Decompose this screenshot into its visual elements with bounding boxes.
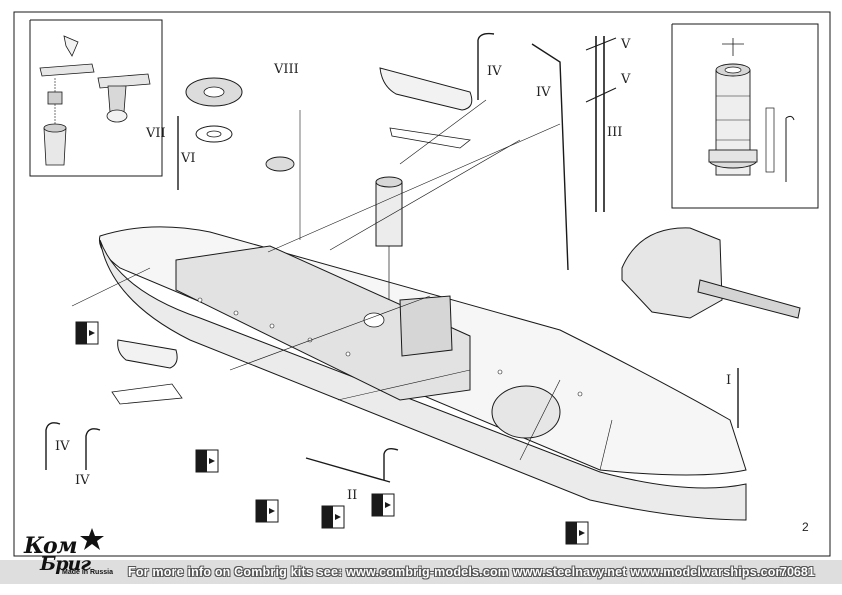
footer-info-text: For more info on Combrig kits see: www.c… [128, 565, 787, 579]
searchlight-disc [185, 77, 295, 172]
label-viii: VIII [273, 62, 299, 77]
masts [45, 32, 739, 483]
star-icon [80, 528, 104, 550]
hull-side [99, 239, 747, 521]
label-vii: VII [145, 126, 166, 141]
boat-top [379, 67, 473, 149]
bridge-block [399, 295, 453, 357]
funnel [375, 176, 403, 300]
label-iv-left-a: IV [55, 439, 70, 454]
footer-bar [0, 560, 842, 584]
callout-symbols [75, 321, 589, 545]
logo-made-in: Made in Russia [62, 569, 113, 576]
leader-lines [71, 99, 613, 471]
inset-funnel-detail [671, 23, 819, 209]
label-iv-left-b: IV [75, 473, 90, 488]
logo-text-top: Ком [24, 533, 78, 559]
label-v-top: V [620, 37, 631, 52]
hull-assembly [98, 226, 747, 521]
page-number: 2 [802, 520, 809, 534]
inset-gun-detail [29, 19, 163, 177]
label-v-bottom: V [620, 72, 631, 87]
logo-text-bottom: Бриг [40, 553, 91, 575]
boat-left [111, 339, 183, 405]
label-ii: II [347, 488, 357, 503]
label-vi: VI [180, 151, 196, 166]
combrig-logo [80, 528, 104, 550]
turret-well [491, 385, 561, 439]
label-iv-top: IV [487, 64, 502, 79]
label-i: I [726, 373, 731, 388]
label-iv-mid: IV [536, 85, 551, 100]
page-frame [13, 11, 831, 557]
kit-number: 70681 [780, 565, 815, 579]
label-iii: III [607, 125, 622, 140]
main-turret [621, 227, 801, 319]
